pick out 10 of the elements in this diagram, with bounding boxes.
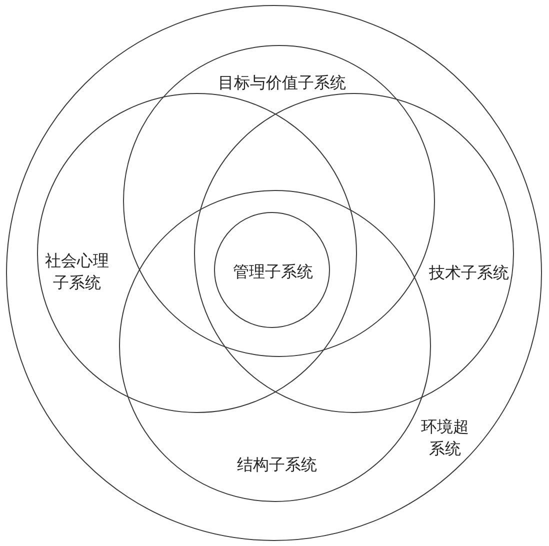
subsystem-circle: [214, 212, 330, 328]
subsystem-label: 技术子系统: [428, 262, 510, 284]
subsystem-label: 目标与价值子系统: [217, 72, 347, 94]
subsystem-label: 社会心理子系统: [44, 250, 110, 294]
subsystem-label: 环境超系统: [420, 416, 470, 460]
subsystem-circle: [6, 5, 542, 541]
subsystem-label: 结构子系统: [236, 454, 318, 476]
subsystem-circle: [37, 93, 357, 413]
subsystem-circle: [194, 93, 514, 413]
subsystem-label: 管理子系统: [232, 261, 314, 283]
